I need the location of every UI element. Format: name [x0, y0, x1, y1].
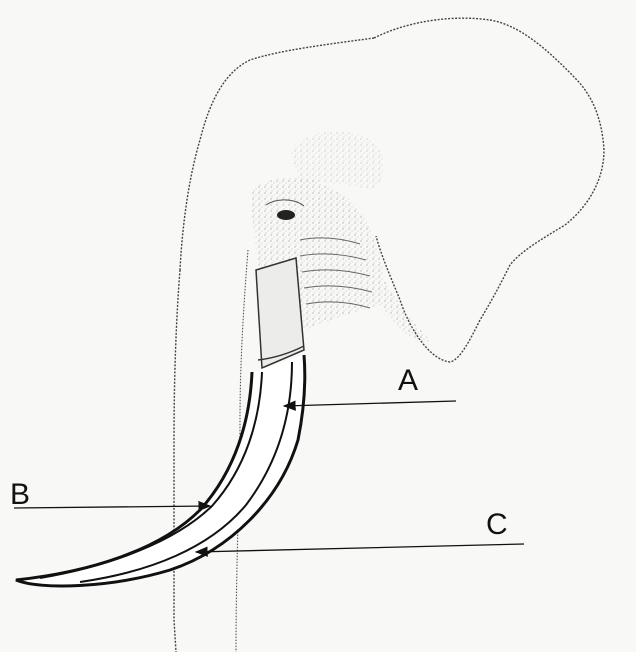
trunk-outline-left — [174, 270, 180, 652]
label-c: C — [486, 510, 508, 540]
leader-line-b — [14, 506, 210, 508]
tusk-sheath — [256, 258, 304, 368]
eye — [277, 210, 295, 220]
label-a: A — [398, 366, 418, 396]
leader-line-a — [284, 401, 456, 406]
label-b: B — [10, 480, 30, 510]
ear-outline — [374, 18, 604, 362]
leader-line-c — [196, 544, 524, 552]
forehead-shading — [290, 131, 384, 190]
